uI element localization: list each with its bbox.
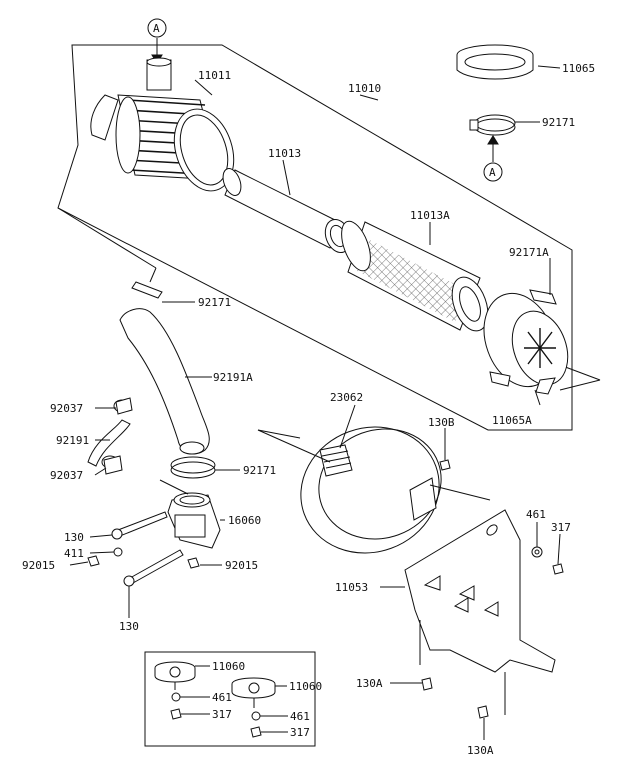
label-92015-left: 92015 [22, 559, 55, 572]
fitting [159, 479, 221, 549]
label-11065: 11065 [562, 62, 595, 75]
inset-label-11060-1: 11060 [212, 660, 245, 673]
label-130a-left: 130A [356, 677, 383, 690]
clamp-small [131, 281, 163, 299]
cleaner-cover [483, 289, 569, 395]
label-130b: 130B [428, 416, 455, 429]
bracket [404, 509, 556, 715]
clips-92037 [103, 397, 133, 475]
label-11065a: 11065A [492, 414, 532, 427]
air-cleaner-body [90, 57, 235, 192]
inset-parts [154, 661, 288, 738]
label-92037-upper: 92037 [50, 402, 83, 415]
label-92037-lower: 92037 [50, 469, 83, 482]
outer-element [341, 220, 489, 332]
label-11013a: 11013A [410, 209, 450, 222]
label-23062: 23062 [330, 391, 363, 404]
inset-label-461-2: 461 [290, 710, 310, 723]
band [300, 426, 442, 554]
ref-a-circle-right [483, 162, 503, 182]
label-92191: 92191 [56, 434, 89, 447]
clamp-mid [170, 456, 216, 479]
label-92171-mid: 92171 [243, 464, 276, 477]
label-461: 461 [526, 508, 546, 521]
bolts-130a [421, 677, 489, 735]
label-11011: 11011 [198, 69, 231, 82]
ref-a-right-label: A [489, 166, 496, 179]
bolt-130b [439, 430, 451, 471]
main-hose [119, 308, 210, 455]
inset-box [144, 651, 316, 747]
label-92171-top: 92171 [542, 116, 575, 129]
label-130a-bottom: 130A [467, 744, 494, 757]
label-411: 411 [64, 547, 84, 560]
ref-a-circle-top [147, 18, 167, 38]
inset-label-11060-2: 11060 [289, 680, 322, 693]
label-16060: 16060 [228, 514, 261, 527]
washer-nut-461-317 [531, 546, 564, 575]
clamp-top [469, 114, 516, 136]
leader-lines [69, 65, 561, 740]
ref-a-top-label: A [153, 22, 160, 35]
label-130-lower: 130 [119, 620, 139, 633]
label-92171-small: 92171 [198, 296, 231, 309]
assembly-outline [57, 44, 573, 431]
label-11013: 11013 [268, 147, 301, 160]
label-92015-right: 92015 [225, 559, 258, 572]
inset-label-317-1: 317 [212, 708, 232, 721]
label-11010: 11010 [348, 82, 381, 95]
inset-label-317-2: 317 [290, 726, 310, 739]
inset-label-461-1: 461 [212, 691, 232, 704]
bolts-130 [87, 511, 200, 587]
label-317: 317 [551, 521, 571, 534]
cap [456, 44, 534, 80]
label-92171a: 92171A [509, 246, 549, 259]
label-92191a: 92191A [213, 371, 253, 384]
label-130: 130 [64, 531, 84, 544]
label-11053: 11053 [335, 581, 368, 594]
